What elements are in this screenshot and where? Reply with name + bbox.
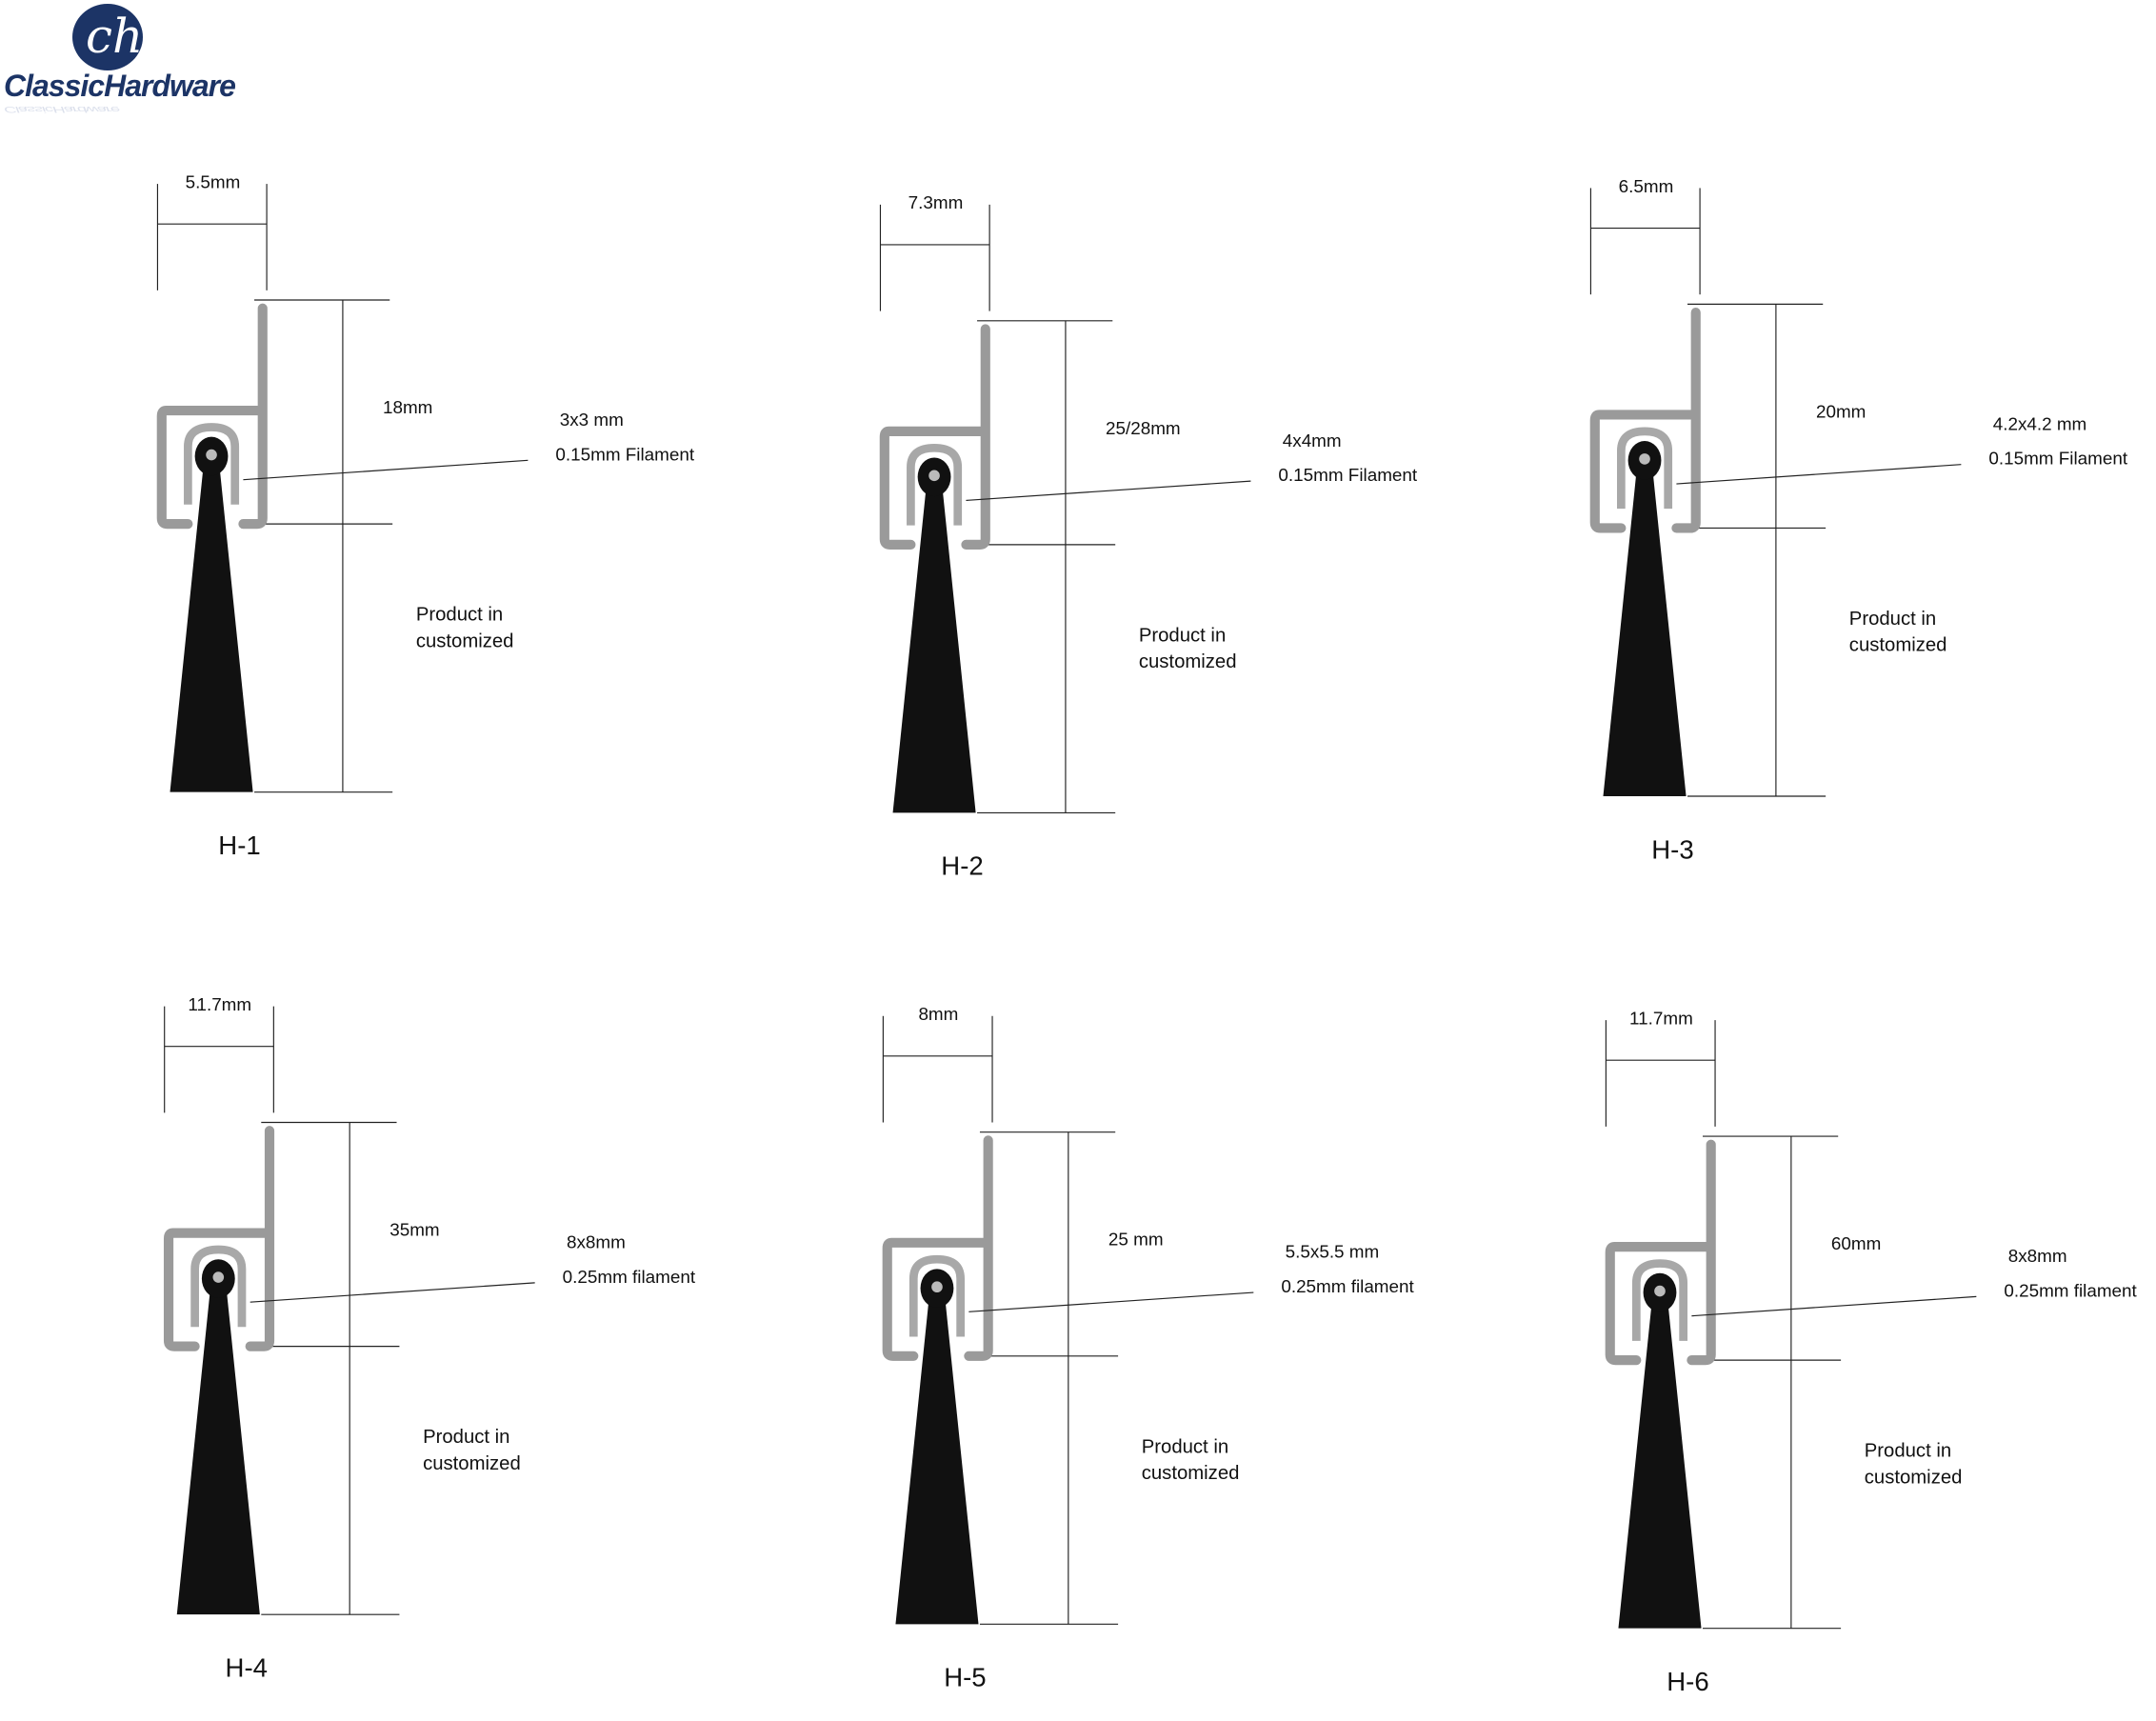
aluminium-profile (1589, 307, 1701, 533)
product-note-line2: customized (1139, 651, 1237, 672)
product-note-line1: Product in (416, 605, 503, 626)
product-note-line1: Product in (1142, 1436, 1228, 1457)
brush-core (206, 449, 217, 461)
width-label: 5.5mm (186, 171, 241, 191)
brush-filament (170, 469, 253, 792)
filament-leader-line (250, 1282, 535, 1303)
brush-core (931, 1281, 943, 1293)
model-label: H-6 (1667, 1667, 1708, 1696)
brush-filament (892, 489, 976, 813)
logo-wordmark: ClassicHardware (4, 69, 236, 103)
product-note-line2: customized (1142, 1463, 1240, 1484)
model-label: H-2 (941, 851, 983, 881)
filament-thickness-label: 0.25mm filament (2004, 1280, 2137, 1300)
aluminium-profile (163, 1126, 275, 1351)
product-note-line1: Product in (1139, 625, 1226, 646)
height-label: 60mm (1831, 1233, 1881, 1253)
brush-filament (895, 1300, 979, 1625)
width-label: 11.7mm (188, 994, 251, 1014)
filament-leader-line (968, 1291, 1254, 1312)
filament-size-label: 5.5x5.5 mm (1286, 1242, 1380, 1262)
aluminium-profile (156, 303, 268, 530)
model-label: H-3 (1651, 834, 1693, 864)
filament-leader-line (1676, 464, 1962, 485)
filament-thickness-label: 0.25mm filament (1281, 1276, 1414, 1296)
filament-size-label: 8x8mm (2008, 1246, 2067, 1266)
filament-leader-line (1691, 1295, 1977, 1317)
brush-holder (1631, 1259, 1688, 1341)
width-label: 11.7mm (1629, 1008, 1693, 1028)
product-note-line2: customized (416, 630, 514, 651)
filament-size-label: 8x8mm (567, 1232, 626, 1252)
panel-h-2: 7.3mm 25/28mm 4x4mm 0.15mm FilamentProduct … (879, 192, 1418, 881)
height-label: 20mm (1816, 401, 1866, 421)
filament-size-label: 4x4mm (1283, 430, 1342, 450)
product-note-line1: Product in (1865, 1441, 1951, 1462)
product-note-line2: customized (1865, 1467, 1963, 1488)
brush-holder (1617, 427, 1673, 510)
width-label: 8mm (918, 1004, 958, 1024)
brush-core (212, 1271, 225, 1283)
brush-holder (908, 1254, 965, 1337)
filament-thickness-label: 0.15mm Filament (555, 444, 694, 464)
panel-h-5: 8mm 25 mm 5.5x5.5 mm 0.25mm filamentProduct… (882, 1004, 1414, 1692)
width-label: 6.5mm (1619, 176, 1674, 196)
brush-holder (907, 443, 963, 526)
product-note-line2: customized (423, 1453, 521, 1474)
filament-thickness-label: 0.25mm filament (563, 1267, 696, 1287)
filament-leader-line (243, 459, 529, 481)
brush-core (1639, 453, 1650, 465)
brush-filament (1618, 1305, 1702, 1629)
panel-h-3: 6.5mm 20mm 4.2x4.2 mm 0.15mm FilamentProduc… (1589, 176, 2128, 864)
product-note-line1: Product in (1849, 609, 1936, 630)
brush-filament (176, 1291, 260, 1615)
brush-filament (1603, 472, 1687, 797)
product-note-line1: Product in (423, 1427, 509, 1448)
height-label: 25/28mm (1106, 418, 1181, 438)
filament-size-label: 3x3 mm (560, 410, 624, 430)
filament-thickness-label: 0.15mm Filament (1278, 465, 1417, 485)
filament-leader-line (966, 480, 1251, 502)
brush-holder (190, 1245, 247, 1328)
filament-thickness-label: 0.15mm Filament (1988, 449, 2127, 469)
model-label: H-4 (226, 1652, 268, 1682)
model-label: H-5 (944, 1663, 986, 1692)
product-note-line2: customized (1849, 635, 1947, 656)
classic-hardware-logo: ch ClassicHardware ClassicHardware (0, 0, 238, 124)
aluminium-profile (879, 324, 990, 550)
aluminium-profile (1605, 1139, 1716, 1366)
brush-core (1654, 1285, 1666, 1297)
logo-monogram: ch (86, 9, 144, 64)
filament-size-label: 4.2x4.2 mm (1993, 413, 2087, 433)
height-label: 35mm (389, 1220, 439, 1240)
height-label: 25 mm (1108, 1230, 1164, 1250)
brush-core (928, 470, 940, 482)
height-label: 18mm (383, 397, 432, 417)
width-label: 7.3mm (908, 192, 964, 212)
brush-holder (184, 423, 240, 505)
aluminium-profile (882, 1135, 993, 1361)
logo-emblem: ch (72, 4, 143, 70)
model-label: H-1 (218, 830, 260, 860)
